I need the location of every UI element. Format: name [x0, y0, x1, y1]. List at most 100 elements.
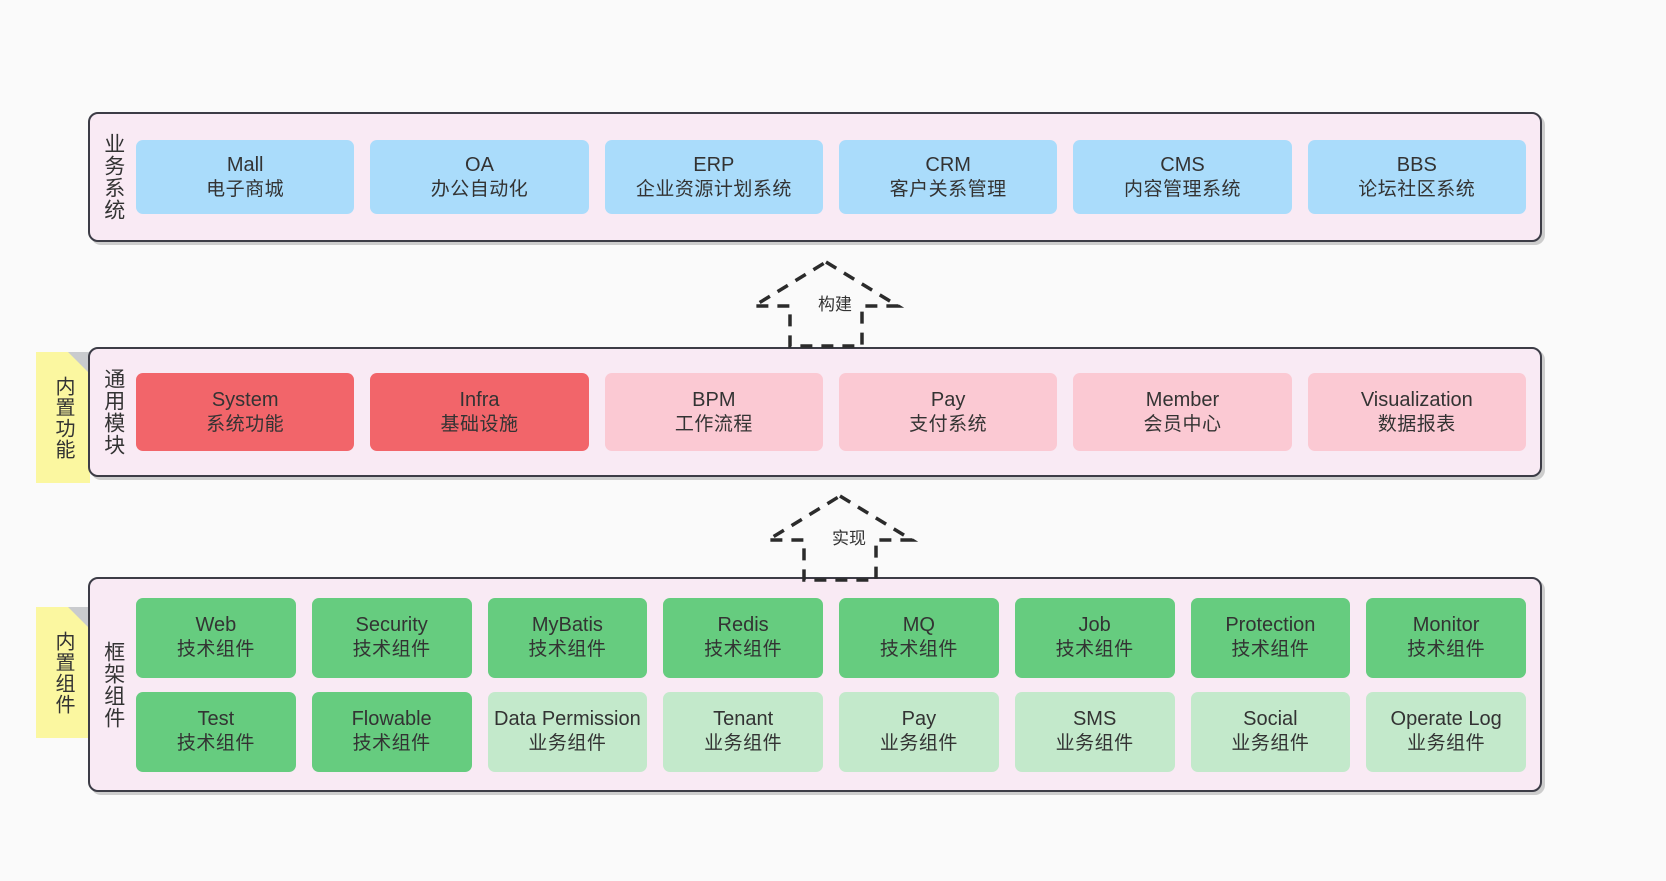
- card-row-business: Test 技术组件 Flowable 技术组件 Data Permission …: [136, 691, 1526, 772]
- card-job[interactable]: Job 技术组件: [1014, 597, 1175, 678]
- card-name: CRM: [925, 153, 971, 176]
- sticky-note-builtin-component: 内置组件: [36, 607, 90, 738]
- layer-common-module: 通用模块 System 系统功能 Infra 基础设施 BPM 工作流程 Pay: [88, 347, 1542, 477]
- card-protection[interactable]: Protection 技术组件: [1190, 597, 1351, 678]
- card-name: Operate Log: [1390, 708, 1502, 731]
- card-desc: 会员中心: [1143, 413, 1222, 435]
- layer-body-framework-component: Web 技术组件 Security 技术组件 MyBatis 技术组件 Redi…: [136, 579, 1540, 790]
- card-desc: 论坛社区系统: [1358, 178, 1476, 200]
- layer-body-common-module: System 系统功能 Infra 基础设施 BPM 工作流程 Pay 支付系统…: [136, 349, 1540, 475]
- card-name: BPM: [692, 388, 736, 411]
- card-desc: 支付系统: [909, 413, 988, 435]
- card-name: Tenant: [713, 708, 774, 731]
- card-desc: 技术组件: [176, 733, 255, 755]
- card-desc: 业务组件: [1407, 733, 1486, 755]
- card-row: System 系统功能 Infra 基础设施 BPM 工作流程 Pay 支付系统…: [136, 373, 1526, 451]
- layer-title-business-system: 业务系统: [90, 114, 136, 240]
- card-name: Protection: [1225, 614, 1316, 637]
- layer-body-business-system: Mall 电子商城 OA 办公自动化 ERP 企业资源计划系统 CRM 客户关系…: [136, 114, 1540, 240]
- card-desc: 技术组件: [528, 639, 607, 661]
- card-desc: 技术组件: [1055, 639, 1134, 661]
- card-name: Visualization: [1360, 388, 1473, 411]
- card-desc: 工作流程: [674, 413, 753, 435]
- card-erp[interactable]: ERP 企业资源计划系统: [604, 140, 823, 214]
- card-desc: 技术组件: [704, 639, 783, 661]
- card-desc: 技术组件: [352, 639, 431, 661]
- card-name: Pay: [930, 388, 966, 411]
- card-name: Data Permission: [494, 708, 641, 731]
- card-desc: 办公自动化: [430, 178, 529, 200]
- layer-title-framework-component: 框架组件: [90, 579, 136, 790]
- card-infra[interactable]: Infra 基础设施: [370, 373, 589, 451]
- card-flowable[interactable]: Flowable 技术组件: [311, 691, 472, 772]
- card-name: BBS: [1396, 153, 1437, 176]
- card-desc: 企业资源计划系统: [635, 178, 792, 200]
- connector-implement-label: 实现: [832, 529, 866, 548]
- card-desc: 业务组件: [1231, 733, 1310, 755]
- layer-title-text: 业务系统: [101, 133, 125, 221]
- card-name: Security: [355, 614, 428, 637]
- layer-title-text: 通用模块: [101, 368, 125, 456]
- sticky-note-text: 内置组件: [52, 630, 74, 715]
- connector-build-label: 构建: [818, 295, 852, 314]
- card-pay[interactable]: Pay 支付系统: [838, 373, 1058, 451]
- card-web[interactable]: Web 技术组件: [136, 597, 296, 678]
- card-data-permission[interactable]: Data Permission 业务组件: [487, 691, 648, 772]
- card-name: Infra: [459, 388, 500, 411]
- card-name: Flowable: [351, 708, 432, 731]
- card-mybatis[interactable]: MyBatis 技术组件: [487, 597, 648, 678]
- card-monitor[interactable]: Monitor 技术组件: [1366, 597, 1526, 678]
- card-name: Redis: [717, 614, 769, 637]
- card-name: MyBatis: [531, 614, 603, 637]
- card-name: ERP: [693, 153, 735, 176]
- card-name: Pay: [901, 708, 937, 731]
- card-desc: 内容管理系统: [1123, 178, 1241, 200]
- card-name: Web: [195, 614, 237, 637]
- layer-business-system: 业务系统 Mall 电子商城 OA 办公自动化 ERP 企业资源计划系统 CRM: [88, 112, 1542, 242]
- card-name: Job: [1078, 614, 1111, 637]
- card-name: Monitor: [1412, 614, 1480, 637]
- card-bbs[interactable]: BBS 论坛社区系统: [1307, 140, 1526, 214]
- sticky-note-builtin-function: 内置功能: [36, 352, 90, 483]
- card-desc: 电子商城: [206, 178, 285, 200]
- card-mq[interactable]: MQ 技术组件: [839, 597, 999, 678]
- card-tenant[interactable]: Tenant 业务组件: [663, 691, 823, 772]
- card-name: System: [211, 388, 279, 411]
- card-desc: 业务组件: [528, 733, 607, 755]
- card-name: Member: [1145, 388, 1220, 411]
- card-name: CMS: [1160, 153, 1205, 176]
- card-pay-business[interactable]: Pay 业务组件: [839, 691, 999, 772]
- card-desc: 业务组件: [879, 733, 958, 755]
- connector-implement-arrow: [764, 493, 919, 582]
- connector-build-arrow: [750, 259, 905, 348]
- card-cms[interactable]: CMS 内容管理系统: [1073, 140, 1292, 214]
- card-crm[interactable]: CRM 客户关系管理: [838, 140, 1058, 214]
- card-row-technical: Web 技术组件 Security 技术组件 MyBatis 技术组件 Redi…: [136, 597, 1526, 678]
- card-oa[interactable]: OA 办公自动化: [370, 140, 589, 214]
- card-mall[interactable]: Mall 电子商城: [136, 140, 355, 214]
- card-operate-log[interactable]: Operate Log 业务组件: [1366, 691, 1526, 772]
- card-system[interactable]: System 系统功能: [136, 373, 355, 451]
- card-desc: 客户关系管理: [889, 178, 1007, 200]
- card-desc: 技术组件: [176, 639, 255, 661]
- card-desc: 技术组件: [879, 639, 958, 661]
- card-security[interactable]: Security 技术组件: [311, 597, 472, 678]
- card-member[interactable]: Member 会员中心: [1073, 373, 1292, 451]
- card-desc: 技术组件: [1231, 639, 1310, 661]
- sticky-fold-corner: [68, 352, 90, 374]
- sticky-fold-corner: [68, 607, 90, 629]
- card-test[interactable]: Test 技术组件: [136, 691, 296, 772]
- card-redis[interactable]: Redis 技术组件: [663, 597, 823, 678]
- card-sms[interactable]: SMS 业务组件: [1014, 691, 1175, 772]
- card-name: OA: [465, 153, 494, 176]
- card-desc: 技术组件: [1407, 639, 1486, 661]
- card-desc: 技术组件: [352, 733, 431, 755]
- card-social[interactable]: Social 业务组件: [1190, 691, 1351, 772]
- card-desc: 系统功能: [206, 413, 285, 435]
- card-name: Social: [1243, 708, 1298, 731]
- card-desc: 业务组件: [1055, 733, 1134, 755]
- card-name: Mall: [226, 153, 264, 176]
- card-visualization[interactable]: Visualization 数据报表: [1307, 373, 1526, 451]
- card-bpm[interactable]: BPM 工作流程: [604, 373, 823, 451]
